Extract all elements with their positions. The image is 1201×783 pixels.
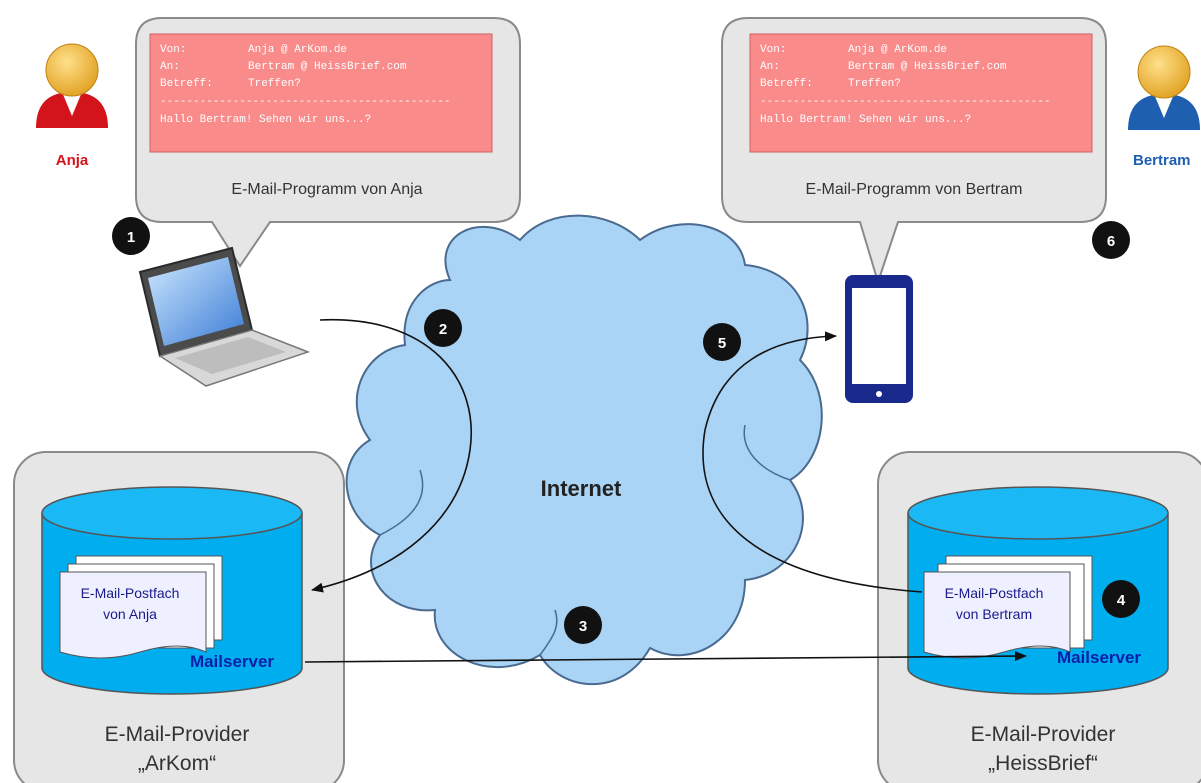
email-text-bertram: Von: Anja @ ArKom.de An: Bertram @ Heiss… xyxy=(760,44,1050,126)
email-program-caption-bertram: E-Mail-Programm von Bertram xyxy=(806,181,1023,198)
mailserver-label-arkom: Mailserver xyxy=(190,652,274,671)
to-label: An: xyxy=(760,61,780,73)
email-screen-bertram xyxy=(749,33,1093,153)
provider-name-arkom-line2: „ArKom“ xyxy=(138,752,216,775)
to-label: An: xyxy=(160,61,180,73)
arrow-step-5 xyxy=(702,331,923,593)
subject-label: Betreff: xyxy=(760,78,813,90)
from-value: Anja @ ArKom.de xyxy=(248,44,347,56)
step-badge-4: 4 xyxy=(1102,580,1140,618)
svg-text:2: 2 xyxy=(439,321,447,338)
subject-label: Betreff: xyxy=(160,78,213,90)
svg-text:4: 4 xyxy=(1117,592,1126,609)
person-name-bertram: Bertram xyxy=(1133,152,1191,169)
separator: ----------------------------------------… xyxy=(160,96,450,108)
svg-text:1: 1 xyxy=(127,229,135,246)
mailbox-label-bertram-line1: E-Mail-Postfach xyxy=(945,585,1044,601)
mailbox-label-anja-line2: von Anja xyxy=(103,606,157,622)
from-label: Von: xyxy=(760,44,786,56)
email-body: Hallo Bertram! Sehen wir uns...? xyxy=(760,114,971,126)
svg-text:6: 6 xyxy=(1107,233,1115,250)
step-badge-6: 6 xyxy=(1092,221,1130,259)
provider-name-heissbrief-line1: E-Mail-Provider xyxy=(971,723,1116,746)
provider-name-heissbrief-line2: „HeissBrief“ xyxy=(988,752,1098,775)
step-badge-2: 2 xyxy=(424,309,462,347)
provider-name-arkom-line1: E-Mail-Provider xyxy=(105,723,250,746)
subject-value: Treffen? xyxy=(248,78,301,90)
person-icon-anja xyxy=(36,43,108,128)
mailbox-label-anja-line1: E-Mail-Postfach xyxy=(81,585,180,601)
laptop-icon xyxy=(138,246,311,387)
person-icon-bertram xyxy=(1128,45,1200,130)
from-label: Von: xyxy=(160,44,186,56)
email-text-anja: Von: Anja @ ArKom.de An: Bertram @ Heiss… xyxy=(160,44,450,126)
from-value: Anja @ ArKom.de xyxy=(848,44,947,56)
email-program-caption-anja: E-Mail-Programm von Anja xyxy=(231,181,422,198)
mailbox-label-bertram-line2: von Bertram xyxy=(956,606,1032,622)
step-badge-3: 3 xyxy=(564,606,602,644)
arrow-step-2 xyxy=(311,319,472,593)
email-screen-anja xyxy=(149,33,493,153)
svg-text:5: 5 xyxy=(718,335,726,352)
smartphone-icon xyxy=(845,275,913,403)
separator: ----------------------------------------… xyxy=(760,96,1050,108)
step-badge-5: 5 xyxy=(703,323,741,361)
arrow-step-3 xyxy=(304,651,1027,663)
internet-label: Internet xyxy=(541,476,622,501)
mailbox-stack-anja xyxy=(59,555,223,659)
subject-value: Treffen? xyxy=(848,78,901,90)
svg-text:3: 3 xyxy=(579,618,587,635)
internet-cloud xyxy=(345,214,823,686)
mailserver-label-heissbrief: Mailserver xyxy=(1057,648,1141,667)
email-body: Hallo Bertram! Sehen wir uns...? xyxy=(160,114,371,126)
to-value: Bertram @ HeissBrief.com xyxy=(248,61,407,73)
person-name-anja: Anja xyxy=(56,152,89,169)
to-value: Bertram @ HeissBrief.com xyxy=(848,61,1007,73)
step-badge-1: 1 xyxy=(112,217,150,255)
